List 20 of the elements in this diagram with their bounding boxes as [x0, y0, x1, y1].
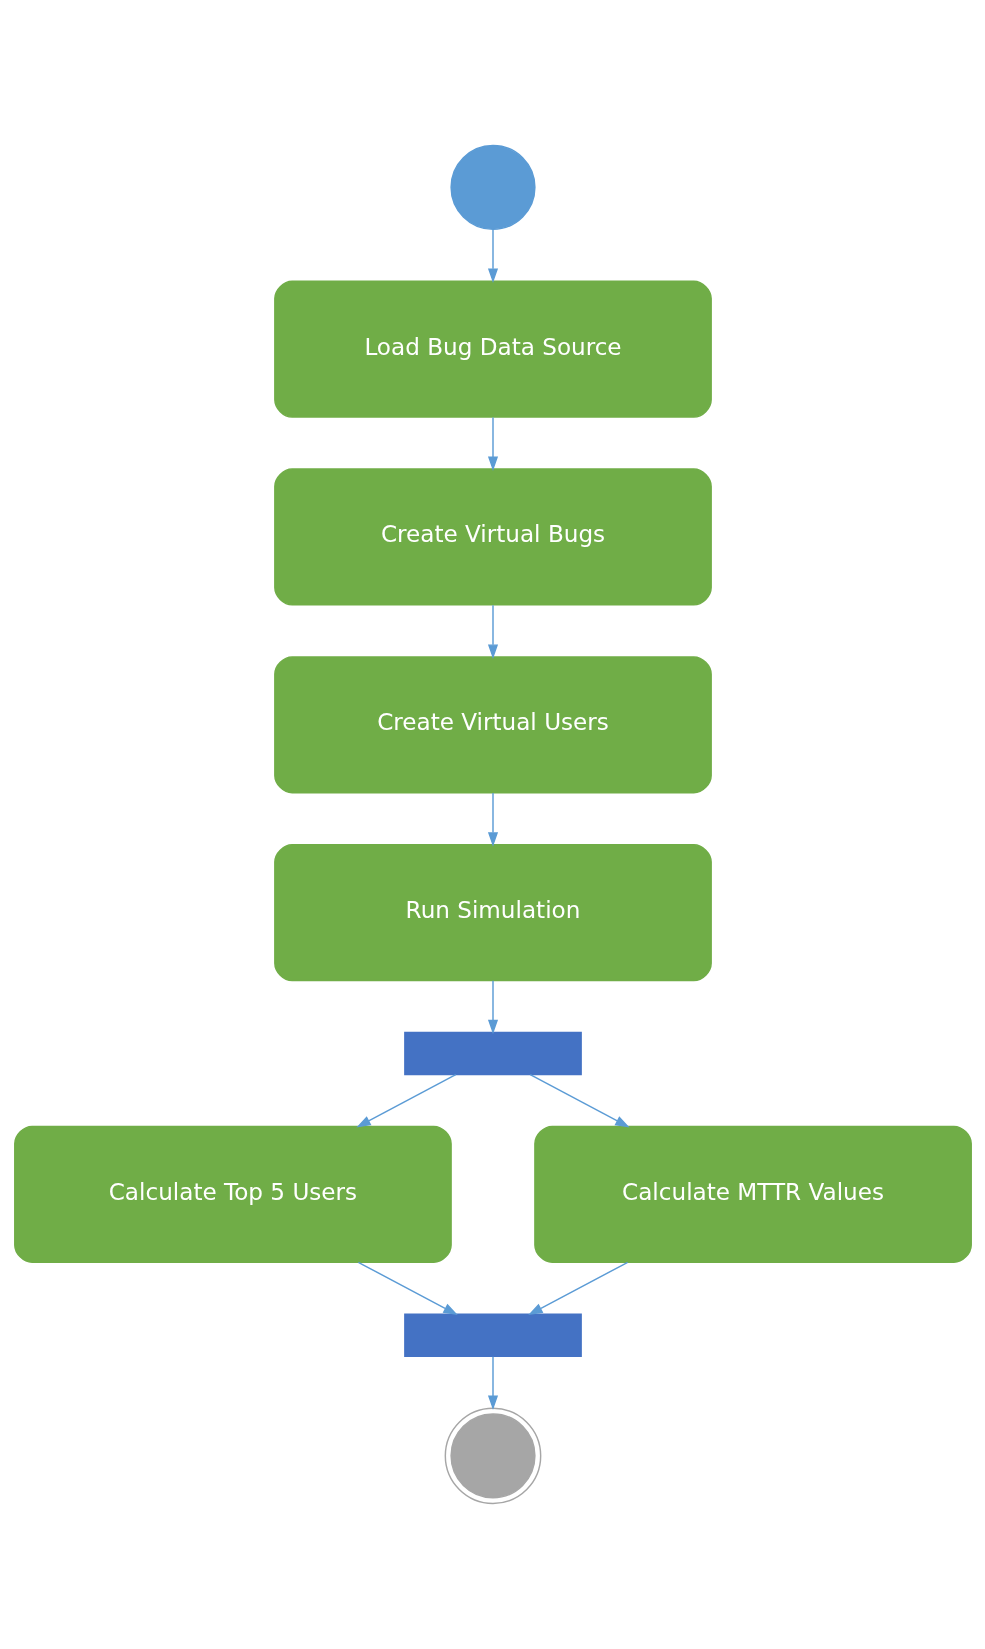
arrow [487, 979, 498, 1035]
node-box: Run Simulation [273, 844, 712, 982]
node-box: Calculate MTTR Values [533, 1125, 972, 1263]
node-box: Create Virtual Users [273, 656, 712, 794]
node-box: Load Bug Data Source [273, 280, 712, 418]
node-circle [449, 144, 536, 230]
node-circle [444, 1407, 541, 1505]
arrow [357, 1261, 458, 1316]
arrow [355, 1074, 456, 1128]
arrow [487, 228, 498, 283]
arrow [529, 1074, 630, 1128]
node-bar [403, 1313, 582, 1357]
arrow [487, 792, 498, 847]
arrow [487, 416, 498, 472]
node-box: Calculate Top 5 Users [13, 1125, 452, 1263]
arrow [487, 1355, 498, 1411]
arrow [527, 1261, 628, 1316]
arrow [487, 604, 498, 659]
node-box: Create Virtual Bugs [273, 468, 712, 606]
node-bar [403, 1031, 582, 1076]
